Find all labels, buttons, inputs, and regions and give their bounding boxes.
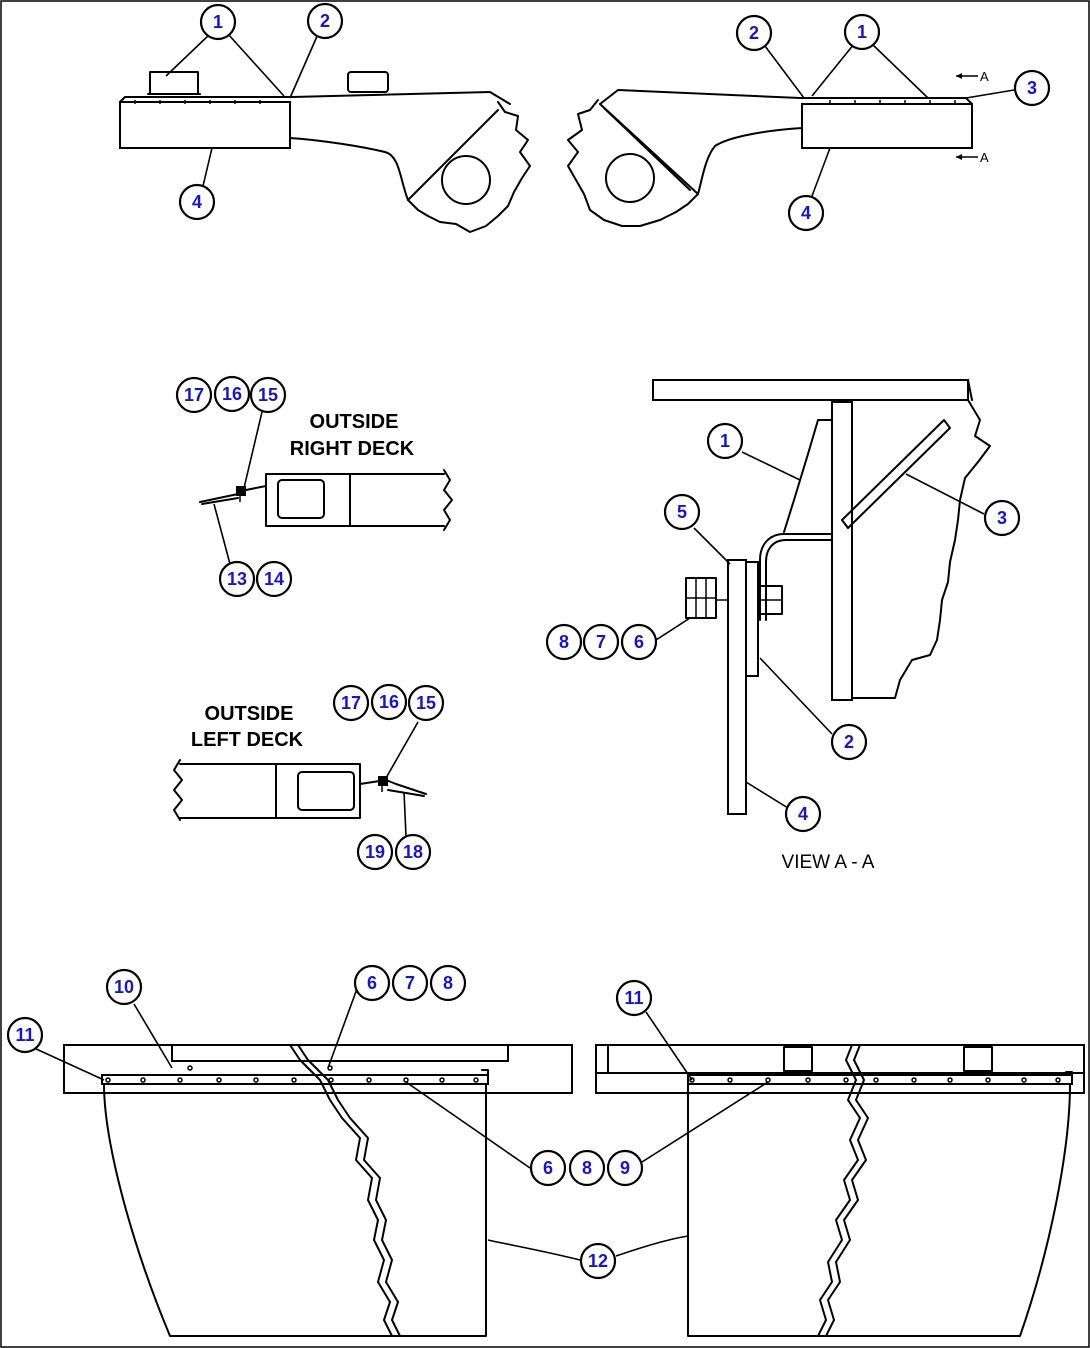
svg-text:19: 19	[365, 842, 385, 862]
svg-text:3: 3	[1027, 78, 1037, 98]
callouts: 1 2 4 2 1 3 4 1 3 5 8 7 6 2 4 17 16 15 1…	[6, 2, 1051, 1280]
svg-text:8: 8	[582, 1158, 592, 1178]
callout-bubble: 17	[175, 376, 213, 414]
callout-bubble: 1	[199, 3, 237, 41]
top-right-fender-view: A A	[567, 69, 989, 227]
callout-bubble: 1	[843, 13, 881, 51]
callout-bubble: 14	[255, 560, 293, 598]
callout-bubble: 7	[582, 623, 620, 661]
callout-bubble: 2	[830, 723, 868, 761]
callout-bubble: 4	[178, 183, 216, 221]
svg-text:15: 15	[416, 693, 436, 713]
outside-right-deck-title-2: RIGHT DECK	[290, 438, 415, 460]
bottom-right-mudflap-view	[595, 1044, 1085, 1337]
svg-text:8: 8	[559, 632, 569, 652]
callout-bubble: 4	[787, 194, 825, 232]
svg-text:4: 4	[798, 804, 808, 824]
svg-text:7: 7	[596, 632, 606, 652]
callout-bubble: 12	[579, 1242, 617, 1280]
svg-text:9: 9	[620, 1158, 630, 1178]
callout-bubble: 2	[735, 14, 773, 52]
svg-text:2: 2	[320, 11, 330, 31]
callout-bubble: 11	[6, 1016, 44, 1054]
callout-bubble: 3	[1013, 69, 1051, 107]
svg-text:6: 6	[543, 1158, 553, 1178]
svg-text:11: 11	[15, 1025, 34, 1045]
callout-bubble: 13	[218, 560, 256, 598]
svg-text:15: 15	[258, 385, 278, 405]
callout-bubble: 16	[370, 683, 408, 721]
callout-bubble: 6	[620, 623, 658, 661]
section-arrow-label: A	[980, 150, 989, 165]
callout-bubble: 11	[615, 979, 653, 1017]
svg-text:2: 2	[844, 732, 854, 752]
callout-bubble: 4	[784, 795, 822, 833]
svg-text:14: 14	[264, 569, 284, 589]
callout-bubble: 6	[353, 964, 391, 1002]
svg-text:16: 16	[379, 692, 399, 712]
callout-bubble: 1	[706, 422, 744, 460]
callout-bubble: 5	[663, 493, 701, 531]
svg-text:16: 16	[222, 384, 242, 404]
svg-text:6: 6	[367, 973, 377, 993]
callout-bubble: 2	[306, 2, 344, 40]
callout-bubble: 7	[391, 964, 429, 1002]
view-aa-section: VIEW A - A	[652, 379, 991, 873]
callout-bubble: 16	[213, 375, 251, 413]
svg-text:4: 4	[801, 203, 811, 223]
svg-text:18: 18	[403, 842, 423, 862]
callout-bubble: 15	[407, 684, 445, 722]
svg-text:8: 8	[443, 973, 453, 993]
svg-text:1: 1	[720, 431, 730, 451]
callout-bubble: 8	[545, 623, 583, 661]
callout-bubble: 9	[606, 1149, 644, 1187]
callout-bubble: 15	[249, 376, 287, 414]
svg-text:17: 17	[341, 693, 361, 713]
outside-left-deck-view: OUTSIDE LEFT DECK	[173, 703, 427, 821]
callout-bubble: 6	[529, 1149, 567, 1187]
callout-bubble: 8	[429, 964, 467, 1002]
outside-right-deck-title-1: OUTSIDE	[310, 411, 399, 433]
svg-text:13: 13	[227, 569, 247, 589]
svg-text:4: 4	[192, 192, 202, 212]
outside-left-deck-title-2: LEFT DECK	[191, 729, 304, 751]
leader-lines	[33, 33, 1015, 1261]
svg-text:7: 7	[405, 973, 415, 993]
svg-text:12: 12	[588, 1251, 608, 1271]
svg-text:11: 11	[624, 988, 643, 1008]
svg-text:1: 1	[857, 22, 867, 42]
callout-bubble: 18	[394, 833, 432, 871]
top-left-fender-view	[119, 71, 531, 233]
callout-bubble: 17	[332, 684, 370, 722]
callout-bubble: 10	[105, 968, 143, 1006]
svg-text:1: 1	[213, 12, 223, 32]
view-aa-label: VIEW A - A	[782, 852, 875, 873]
callout-bubble: 3	[983, 499, 1021, 537]
svg-text:2: 2	[749, 23, 759, 43]
svg-text:3: 3	[997, 508, 1007, 528]
outside-left-deck-title-1: OUTSIDE	[205, 703, 294, 725]
svg-text:5: 5	[677, 502, 687, 522]
callout-bubble: 19	[356, 833, 394, 871]
section-arrow-label: A	[980, 69, 989, 84]
callout-bubble: 8	[568, 1149, 606, 1187]
bottom-left-mudflap-view	[63, 1044, 573, 1337]
svg-text:6: 6	[634, 632, 644, 652]
outside-right-deck-view: OUTSIDE RIGHT DECK	[199, 411, 453, 531]
svg-text:17: 17	[184, 385, 204, 405]
svg-text:10: 10	[114, 977, 134, 997]
